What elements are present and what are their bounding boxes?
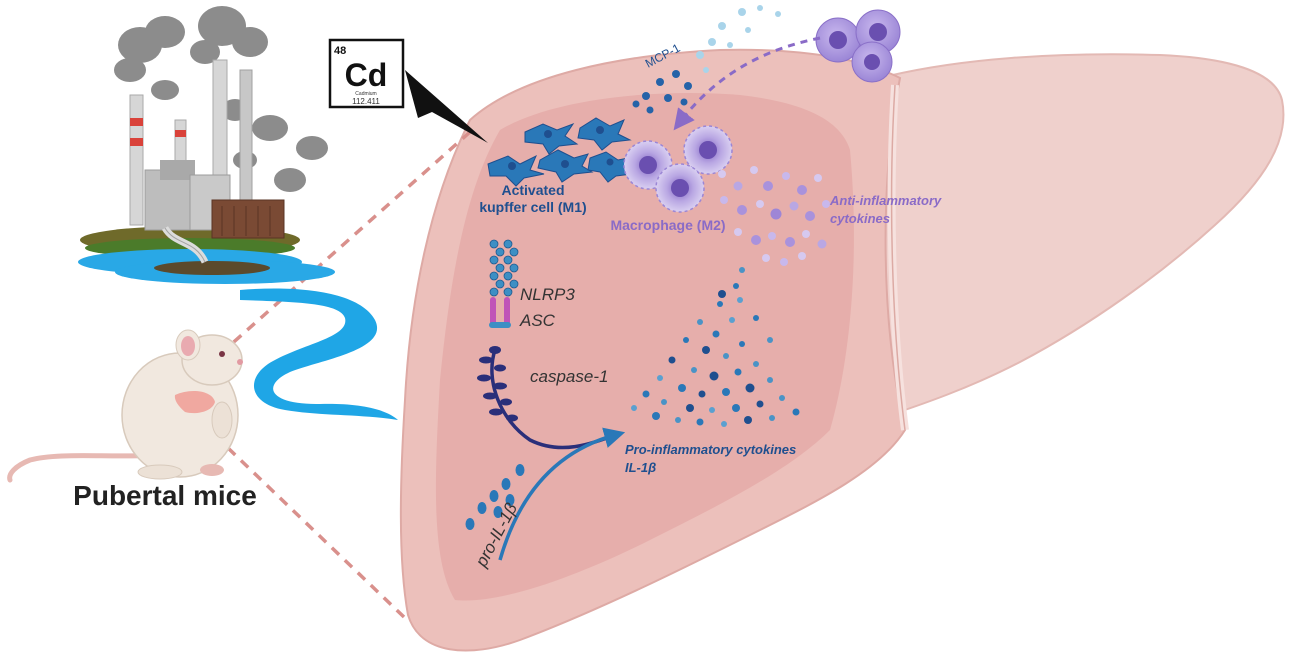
mcp1-gradient-dots (696, 5, 781, 73)
mice-label: Pubertal mice (73, 480, 257, 511)
asc-adaptor (489, 297, 511, 328)
pro-inflammatory-label-line1: Pro-inflammatory cytokines (625, 442, 796, 457)
asc-label: ASC (519, 311, 556, 330)
anti-inflammatory-label-line2: cytokines (830, 211, 890, 226)
liver (399, 48, 1285, 652)
mcp1-dots (632, 70, 692, 114)
river (240, 288, 398, 420)
cadmium-arrow (405, 70, 488, 143)
macrophage-label: Macrophage (M2) (610, 217, 725, 233)
caspase-label: caspase-1 (530, 367, 608, 386)
element-mass: 112.411 (352, 97, 380, 106)
liver-inner-region (435, 93, 854, 601)
anti-inflammatory-label-line1: Anti-inflammatory (829, 193, 942, 208)
connector-lines (198, 130, 472, 620)
pro-inflammatory-label-line2: IL-1β (625, 460, 656, 475)
anti-inflammatory-dots (718, 166, 830, 266)
kupffer-label-line2: kupffer cell (M1) (479, 199, 586, 215)
macrophages-m2 (623, 125, 733, 213)
nlrp3-label: NLRP3 (520, 285, 575, 304)
nlrp3-chain (489, 239, 519, 297)
mouse-illustration (7, 329, 243, 483)
recruitment-arrow (673, 36, 821, 131)
pro-inflammatory-dots (631, 267, 800, 427)
kupffer-nuclei (508, 126, 614, 170)
smoke-clouds (114, 6, 328, 192)
factory-scene (78, 6, 335, 284)
kupffer-label-line1: Activated (501, 182, 564, 198)
monocyte-cluster (815, 9, 901, 83)
element-symbol: Cd (345, 57, 388, 93)
atomic-number: 48 (334, 45, 346, 57)
pro-il-arrow (498, 427, 626, 561)
pro-il-1b-dots (465, 464, 525, 530)
element-name: Cadmium (355, 91, 376, 97)
cadmium-element-tile: 48 Cd Cadmium 112.411 (328, 38, 405, 109)
liver-right-lobe (865, 53, 1285, 417)
